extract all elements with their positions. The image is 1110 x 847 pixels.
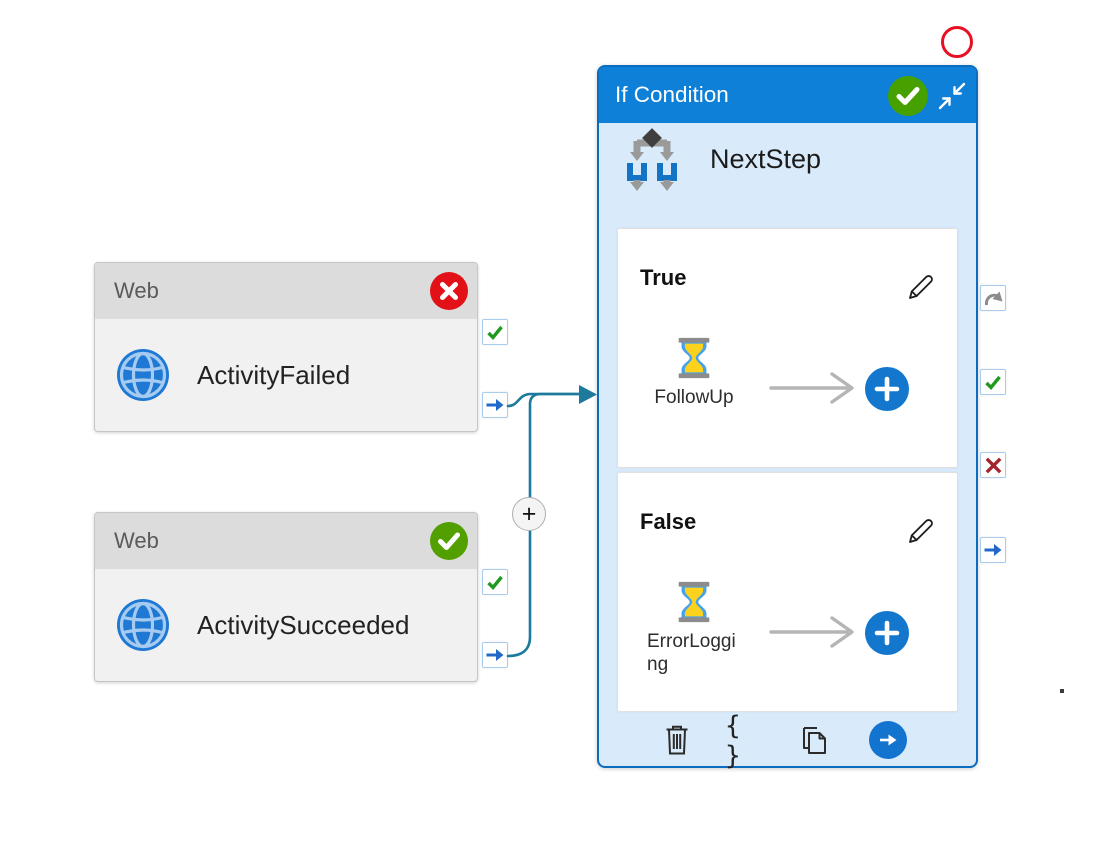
if-condition-title: If Condition — [615, 82, 729, 107]
delete-button[interactable] — [661, 723, 693, 757]
activity-body: ActivitySucceeded — [95, 569, 477, 681]
false-branch-label: False — [640, 509, 697, 534]
copy-button[interactable] — [797, 723, 831, 757]
plus-icon — [874, 620, 900, 646]
add-activity-button[interactable] — [865, 367, 909, 411]
hourglass-icon — [678, 581, 710, 623]
wait-activity-name: FollowUp — [654, 387, 734, 408]
hourglass-icon — [678, 337, 710, 379]
activity-name: ActivitySucceeded — [197, 609, 410, 640]
port-if-output[interactable] — [980, 537, 1006, 563]
green-check-icon — [487, 325, 503, 340]
activity-header: Web — [95, 263, 477, 319]
false-branch-card[interactable]: False ErrorLogging — [617, 472, 958, 712]
status-failed-badge-icon — [430, 272, 468, 310]
activity-web-succeeded[interactable]: Web ActivitySucceeded — [94, 512, 478, 682]
collapse-icon[interactable] — [938, 82, 966, 110]
activity-web-failed[interactable]: Web ActivityFailed — [94, 262, 478, 432]
true-branch-card[interactable]: True FollowUp — [617, 228, 958, 468]
blue-arrow-icon — [486, 649, 504, 661]
pencil-icon[interactable] — [903, 515, 935, 547]
port-web-succeeded-output[interactable] — [482, 642, 508, 668]
annotation-circle — [941, 26, 973, 58]
activity-if-condition[interactable]: If Condition — [597, 65, 978, 771]
port-if-success[interactable] — [980, 369, 1006, 395]
blue-arrow-icon — [984, 544, 1002, 556]
wait-activity-followup[interactable]: FollowUp — [644, 335, 744, 409]
trash-icon — [666, 725, 688, 755]
activity-body: ActivityFailed — [95, 319, 477, 431]
flow-arrow-icon — [769, 616, 854, 648]
flow-arrow-icon — [769, 372, 854, 404]
pencil-icon[interactable] — [903, 271, 935, 303]
pages-icon — [803, 727, 826, 754]
arrow-right-icon — [880, 734, 897, 746]
activity-header: Web — [95, 513, 477, 569]
activity-name: ActivityFailed — [197, 359, 351, 390]
connector-arrowhead — [579, 385, 597, 404]
port-if-skipped[interactable] — [980, 285, 1006, 311]
port-web-failed-success[interactable] — [482, 319, 508, 345]
if-condition-name: NextStep — [710, 143, 822, 174]
branch-icon — [627, 128, 677, 191]
connector-add-button[interactable]: + — [512, 497, 546, 531]
plus-icon — [874, 376, 900, 402]
status-succeeded-badge-icon — [888, 76, 928, 116]
braces-icon: { } — [725, 711, 741, 771]
globe-icon — [117, 349, 169, 401]
connector-line[interactable] — [506, 392, 581, 658]
port-web-succeeded-success[interactable] — [482, 569, 508, 595]
green-check-icon — [985, 375, 1001, 390]
add-activity-button[interactable] — [865, 611, 909, 655]
wait-activity-errorlogging[interactable]: ErrorLogging — [644, 579, 744, 676]
port-if-failure[interactable] — [980, 452, 1006, 478]
red-x-icon — [985, 457, 1001, 473]
port-web-failed-output[interactable] — [482, 392, 508, 418]
if-condition-name-row: NextStep — [620, 127, 821, 191]
globe-icon — [117, 599, 169, 651]
connector-line[interactable] — [506, 392, 581, 408]
status-succeeded-badge-icon — [430, 522, 468, 560]
activity-type-label: Web — [114, 528, 159, 553]
blue-arrow-icon — [486, 399, 504, 411]
true-branch-label: True — [640, 265, 687, 290]
activity-type-label: Web — [114, 278, 159, 303]
code-view-button[interactable]: { } — [725, 711, 769, 771]
gray-redo-icon — [984, 291, 1002, 305]
stray-dot — [1060, 689, 1064, 693]
wait-activity-name: ErrorLogging — [647, 631, 736, 676]
green-check-icon — [487, 575, 503, 590]
navigate-button[interactable] — [869, 721, 907, 759]
plus-glyph: + — [521, 499, 537, 528]
